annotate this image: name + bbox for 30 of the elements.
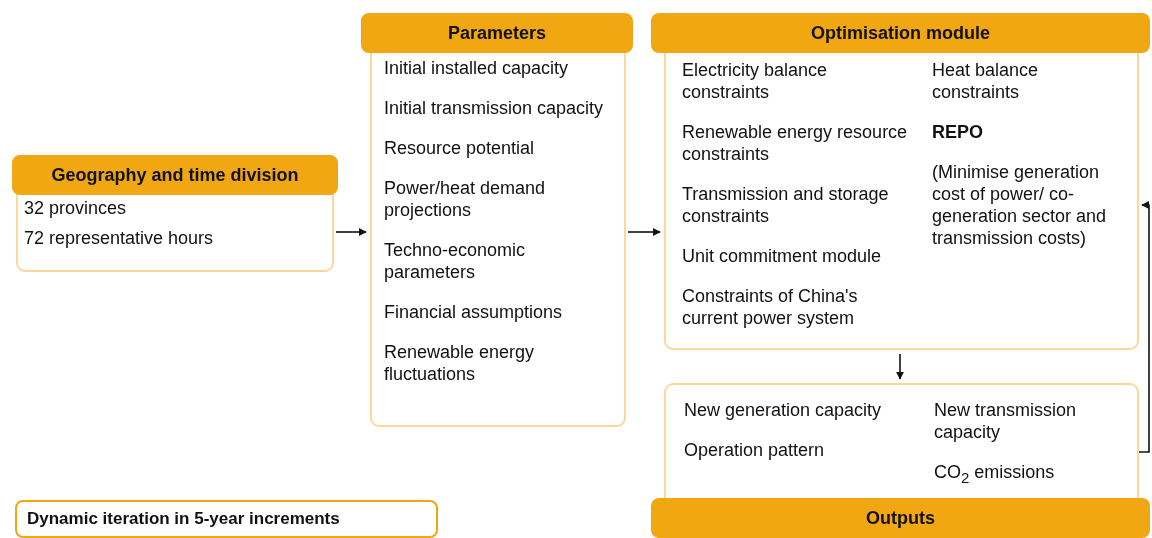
list-item: Resource potential	[384, 137, 536, 159]
list-item: Initial transmission capacity	[384, 97, 605, 119]
panel-header: Parameters	[361, 13, 633, 53]
list-item: Transmission and storage constraints	[682, 183, 890, 227]
list-item: Power/heat demand projections	[384, 177, 547, 221]
list-item: 32 provinces	[24, 197, 128, 219]
list-item: New generation capacity	[684, 399, 883, 421]
list-item: Renewable energy resource constraints	[682, 121, 909, 165]
list-item: Heat balance constraints	[932, 59, 1040, 103]
arrow	[896, 353, 904, 380]
list-item: Operation pattern	[684, 439, 826, 461]
panel-header: Optimisation module	[651, 13, 1150, 53]
list-item: (Minimise generation cost of power/ co-generation sector and transmission costs)	[932, 161, 1108, 249]
list-item: Electricity balance constraints	[682, 59, 829, 103]
list-item: CO$_{2}$ emissions	[934, 461, 1056, 488]
list-item: Unit commitment module	[682, 245, 883, 267]
arrow	[1138, 201, 1150, 453]
list-item: Initial installed capacity	[384, 57, 570, 79]
arrow	[627, 228, 661, 236]
list-item: REPO	[932, 121, 984, 143]
panel-header: Outputs	[651, 498, 1150, 538]
list-item: Constraints of China's current power system	[682, 285, 859, 329]
list-item: Techno-economic parameters	[384, 239, 527, 283]
list-item: New transmission capacity	[934, 399, 1078, 443]
note-box: Dynamic iteration in 5-year increments	[15, 500, 438, 538]
list-item: Financial assumptions	[384, 301, 564, 323]
list-item: Renewable energy fluctuations	[384, 341, 536, 385]
list-item: 72 representative hours	[24, 227, 215, 249]
arrow	[335, 228, 367, 236]
panel-header: Geography and time division	[12, 155, 338, 195]
